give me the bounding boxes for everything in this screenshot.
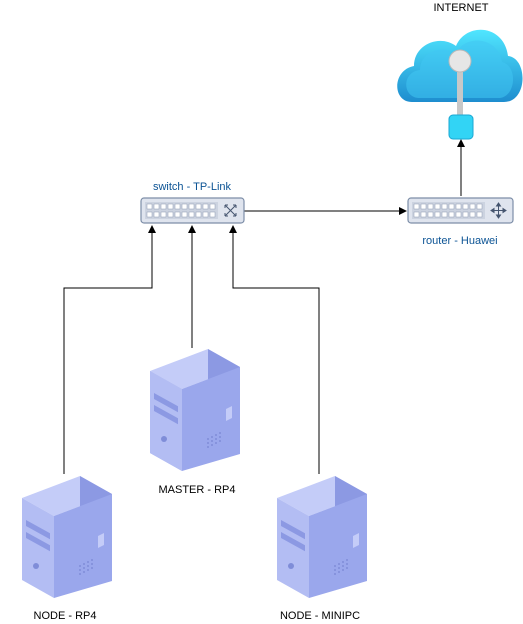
router-label: router - Huawei (422, 235, 498, 247)
switch-icon (140, 197, 245, 224)
node-minipc-label: NODE - MINIPC (279, 610, 361, 622)
master-label: MASTER - RP4 (158, 484, 236, 496)
router-icon (407, 197, 514, 224)
node-rp4-label: NODE - RP4 (33, 610, 97, 622)
switch-node[interactable] (140, 197, 245, 224)
edge-node-rp4-to-switch (63, 225, 156, 474)
edge-node-minipc-to-switch (229, 225, 320, 474)
connections (63, 139, 465, 474)
server-tower-icon (277, 476, 367, 598)
node-rp4-node[interactable] (22, 476, 112, 598)
router-node[interactable] (407, 197, 514, 224)
server-tower-icon (150, 349, 240, 471)
switch-label: switch - TP-Link (152, 181, 232, 193)
server-tower-icon (22, 476, 112, 598)
node-minipc-node[interactable] (277, 476, 367, 598)
master-node[interactable] (150, 349, 240, 471)
cloud-icon (397, 29, 523, 140)
internet-label: INTERNET (433, 2, 489, 14)
internet-node[interactable] (397, 29, 523, 140)
